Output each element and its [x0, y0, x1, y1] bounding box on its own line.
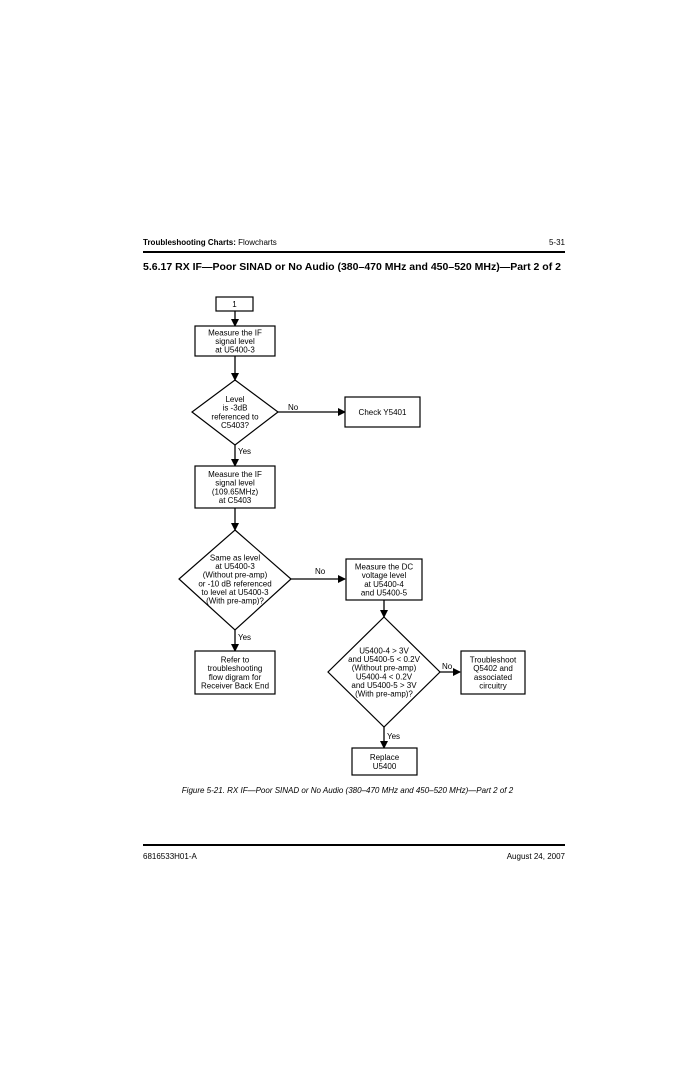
node-text-line: U5400-4 > 3V: [359, 647, 409, 656]
node-text-line: Measure the IF: [208, 328, 262, 337]
node-text-line: Refer to: [221, 656, 250, 665]
node-text-line: flow digram for: [209, 673, 262, 682]
footer-doc-number: 6816533H01-A: [143, 852, 197, 861]
node-text-line: is -3dB: [223, 404, 248, 413]
node-text-line: troubleshooting: [208, 664, 263, 673]
node-text-line: U5400: [373, 762, 397, 771]
node-start-connector-label: 1: [232, 300, 237, 309]
figure-caption: Figure 5-21. RX IF—Poor SINAD or No Audi…: [181, 786, 514, 795]
node-text-line: and U5400-5 < 0.2V: [348, 655, 420, 664]
node-text-line: at U5400-4: [364, 580, 404, 589]
footer-rule: [143, 844, 565, 846]
section-title: 5.6.17 RX IF—Poor SINAD or No Audio (380…: [143, 261, 561, 273]
header-page-number: 5-31: [548, 238, 565, 247]
node-text-line: Same as level: [210, 554, 260, 563]
node-text-line: to level at U5400-3: [201, 588, 269, 597]
node-text-line: (With pre-amp)?: [206, 597, 264, 606]
node-text-line: Receiver Back End: [201, 681, 269, 690]
node-text-line: signal level: [215, 337, 255, 346]
node-text-line: Replace: [370, 753, 400, 762]
header-rule: [143, 251, 565, 253]
node-text-line: Q5402 and: [473, 664, 513, 673]
node-text-line: voltage level: [362, 571, 407, 580]
label-yes-1: Yes: [238, 447, 251, 456]
node-text-line: or -10 dB referenced: [198, 579, 271, 588]
node-text-line: at U5400-3: [215, 346, 255, 355]
footer-date: August 24, 2007: [506, 852, 565, 861]
node-text-line: Check Y5401: [359, 408, 407, 417]
node-text-line: (Without pre-amp): [352, 664, 417, 673]
node-text-line: circuitry: [479, 681, 507, 690]
label-yes-3: Yes: [387, 732, 400, 741]
node-text-line: (Without pre-amp): [203, 571, 268, 580]
node-text-line: associated: [474, 673, 512, 682]
node-text-line: (109.65MHz): [212, 487, 259, 496]
header-section-rest: Flowcharts: [235, 238, 277, 247]
node-text-line: Level: [225, 395, 244, 404]
node-check-y5401-text: Check Y5401: [359, 408, 407, 417]
node-text-line: U5400-4 < 0.2V: [356, 672, 413, 681]
node-text-line: at C5403: [219, 496, 252, 505]
running-header: Troubleshooting Charts: Flowcharts: [143, 238, 277, 247]
node-text-line: Measure the IF: [208, 470, 262, 479]
label-yes-2: Yes: [238, 633, 251, 642]
label-no-1: No: [288, 403, 299, 412]
node-text-line: Measure the DC: [355, 563, 413, 572]
node-check-y5401: Check Y5401: [344, 396, 421, 428]
node-text-line: at U5400-3: [215, 562, 255, 571]
header-section-bold: Troubleshooting Charts:: [143, 238, 236, 247]
label-no-3: No: [442, 662, 453, 671]
node-text-line: signal level: [215, 479, 255, 488]
flow-connectors: [231, 311, 461, 749]
node-text-line: (With pre-amp)?: [355, 690, 413, 699]
node-text-line: and U5400-5 > 3V: [351, 681, 417, 690]
node-text-line: C5403?: [221, 421, 250, 430]
node-text-line: and U5400-5: [361, 588, 408, 597]
node-start-connector: 1: [215, 296, 254, 312]
node-text-line: referenced to: [211, 412, 259, 421]
label-no-2: No: [315, 567, 326, 576]
node-text-line: Troubleshoot: [470, 656, 517, 665]
